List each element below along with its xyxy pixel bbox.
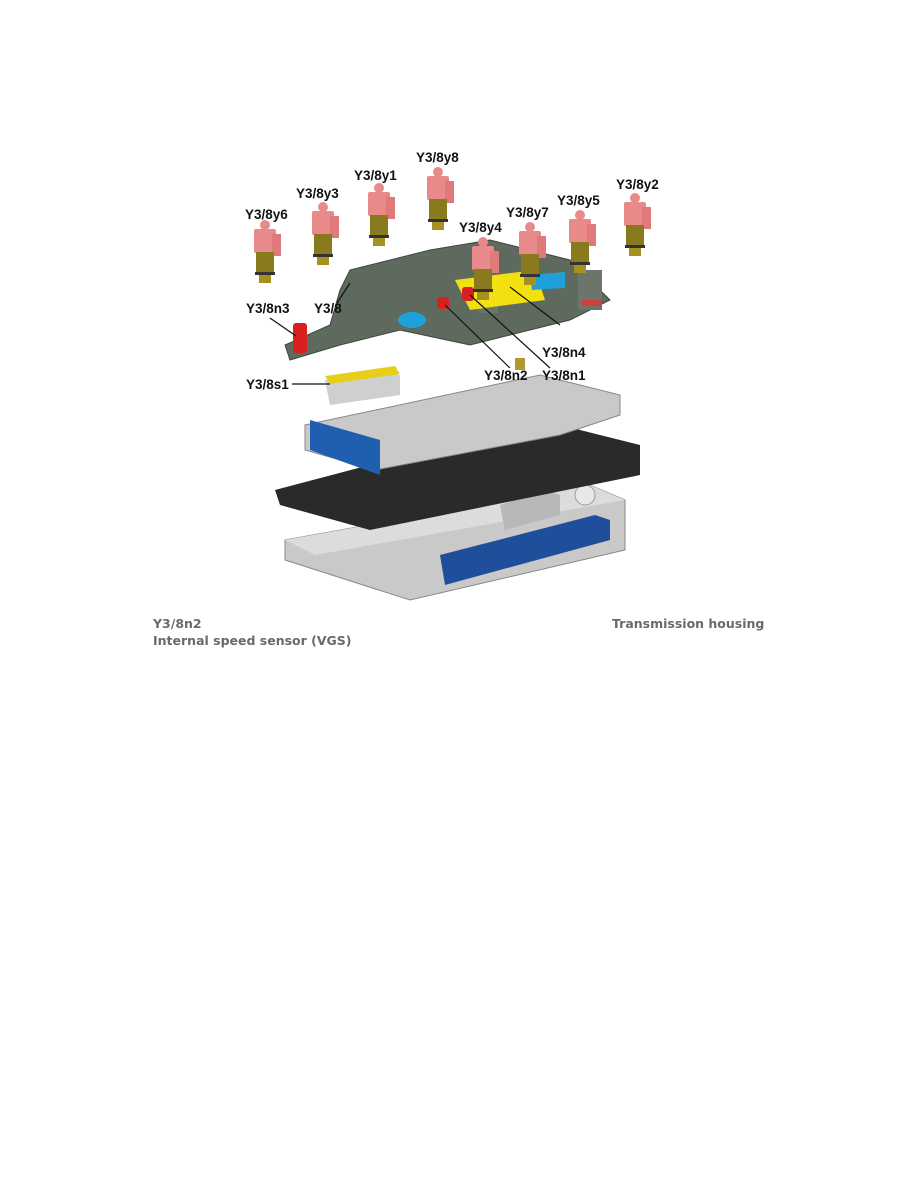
sensor-n1 [462, 287, 474, 301]
label-y3-8n2: Y3/8n2 [484, 368, 528, 383]
component-caption: Y3/8n2 Internal speed sensor (VGS) [153, 615, 352, 649]
label-y3-8y7: Y3/8y7 [506, 205, 549, 220]
component-description: Internal speed sensor (VGS) [153, 633, 352, 648]
label-y3-8y4: Y3/8y4 [459, 220, 502, 235]
solenoid-y8 [427, 167, 454, 230]
label-y3-8y8: Y3/8y8 [416, 150, 459, 165]
label-y3-8y3: Y3/8y3 [296, 186, 339, 201]
label-y3-8: Y3/8 [314, 301, 342, 316]
component-code: Y3/8n2 [153, 616, 202, 631]
solenoid-y5 [569, 210, 596, 273]
label-y3-8n3: Y3/8n3 [246, 301, 290, 316]
solenoid-y2 [624, 193, 651, 256]
label-y3-8y1: Y3/8y1 [354, 168, 397, 183]
label-y3-8y5: Y3/8y5 [557, 193, 600, 208]
solenoid-y3 [312, 202, 339, 265]
sensor-n3 [293, 323, 307, 353]
solenoid-y6 [254, 220, 281, 283]
separator-plate [275, 420, 640, 530]
label-y3-8n4: Y3/8n4 [542, 345, 586, 360]
label-y3-8s1: Y3/8s1 [246, 377, 289, 392]
label-y3-8y2: Y3/8y2 [616, 177, 659, 192]
label-y3-8n1: Y3/8n1 [542, 368, 586, 383]
label-y3-8y6: Y3/8y6 [245, 207, 288, 222]
component-location: Transmission housing [612, 616, 765, 631]
solenoid-y1 [368, 183, 395, 246]
valve-body-exploded-diagram: Y3/8y6 Y3/8y3 Y3/8y1 Y3/8y8 Y3/8y4 Y3/8y… [230, 140, 680, 605]
